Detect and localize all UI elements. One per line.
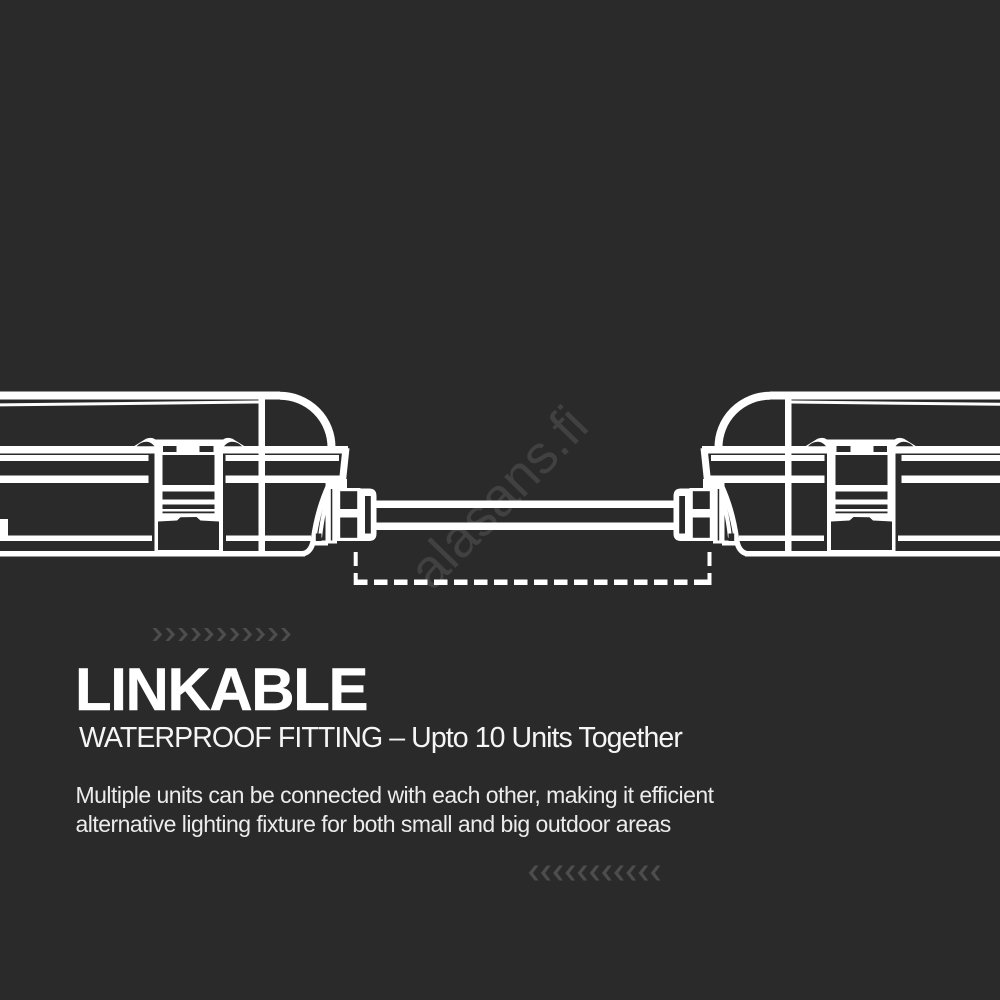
svg-text:alasans.fi: alasans.fi	[398, 395, 600, 600]
